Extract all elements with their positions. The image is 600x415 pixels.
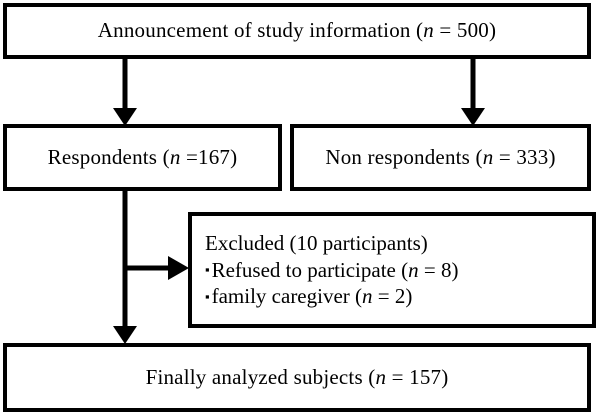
node-excluded-heading: Excluded (10 participants) (205, 230, 428, 255)
node-non-respondents-label: Non respondents (n = 333) (325, 144, 556, 169)
edge-respondents-to-excluded (125, 256, 189, 280)
node-final-label: Finally analyzed subjects (n = 157) (145, 364, 449, 389)
edge-announcement-to-non-respondents (461, 59, 485, 126)
node-announcement: Announcement of study information (n = 5… (3, 3, 591, 59)
node-respondents-label: Respondents (n =167) (47, 144, 238, 169)
edge-announcement-to-respondents (113, 59, 137, 126)
node-excluded-body: Excluded (10 participants) ▪Refused to p… (192, 230, 458, 311)
node-final: Finally analyzed subjects (n = 157) (3, 343, 591, 412)
bullet-icon: ▪ (205, 262, 210, 278)
node-excluded-item-1-label: family caregiver (n = 2) (211, 284, 413, 309)
node-excluded-item-0: ▪Refused to participate (n = 8) (205, 257, 458, 284)
node-respondents: Respondents (n =167) (3, 124, 282, 191)
node-excluded-item-1: ▪family caregiver (n = 2) (205, 283, 458, 310)
node-excluded-item-0-label: Refused to participate (n = 8) (211, 257, 459, 282)
node-excluded: Excluded (10 participants) ▪Refused to p… (188, 212, 596, 328)
node-non-respondents: Non respondents (n = 333) (290, 124, 591, 191)
node-announcement-label: Announcement of study information (n = 5… (97, 18, 497, 43)
bullet-icon: ▪ (205, 289, 210, 305)
edge-respondents-to-final (113, 191, 137, 344)
